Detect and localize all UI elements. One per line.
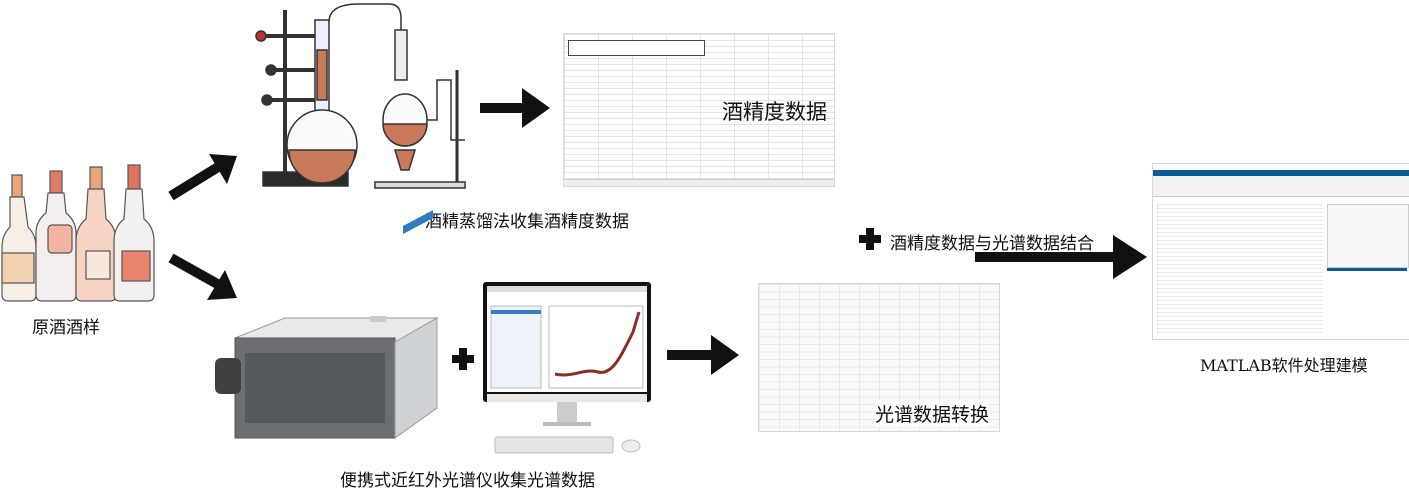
distillation-label: 酒精蒸馏法收集酒精度数据 [425, 212, 629, 232]
arrow-to-matlab [975, 235, 1147, 279]
nir-spectrometer-illustration [215, 210, 439, 439]
distillation-apparatus-illustration [255, 3, 466, 189]
computer-monitor-illustration [483, 282, 651, 454]
nir-label: 便携式近红外光谱仪收集光谱数据 [340, 471, 595, 491]
matlab-label: MATLAB软件处理建模 [1200, 356, 1368, 375]
arrow-to-spectral-data [667, 335, 739, 375]
arrow-to-alcohol-data [480, 88, 550, 128]
matlab-screenshot-image [1152, 163, 1409, 340]
alcohol-data-label: 酒精度数据 [722, 100, 827, 124]
plus-icon-combine [859, 228, 881, 250]
combine-label: 酒精度数据与光谱数据结合 [890, 234, 1094, 254]
wine-bottles-illustration [1, 164, 155, 302]
sample-label: 原酒酒样 [32, 318, 100, 338]
arrow-to-spectrometer [168, 253, 237, 300]
alcohol-spreadsheet-image [563, 33, 835, 187]
spectral-conversion-label: 光谱数据转换 [875, 400, 990, 427]
arrow-to-distillation [168, 154, 237, 201]
plus-icon [452, 348, 474, 370]
